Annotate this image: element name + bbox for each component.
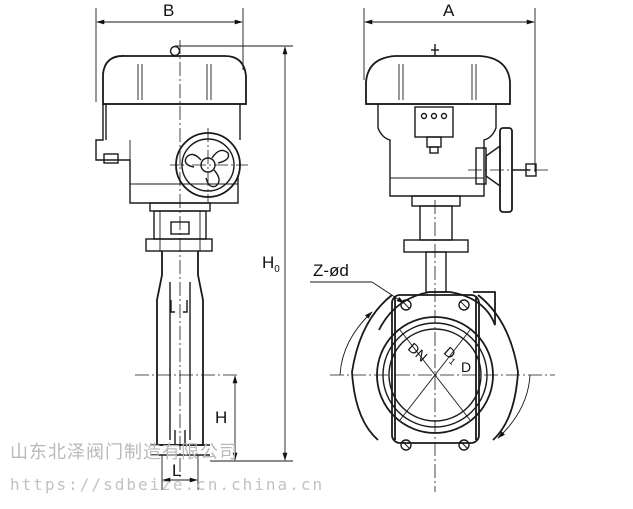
actuator-cover-front [365,44,511,105]
d-label: D [461,359,471,375]
dim-label-a: A [443,1,455,20]
actuator-cover [102,45,247,105]
bolt-spec-label: Z-ød [313,261,349,280]
front-view: A [310,1,555,492]
valve-body-side [135,40,240,478]
handwheel-front [468,127,548,213]
dimension-h: H [215,375,238,461]
dimension-h0: H0 [175,45,293,462]
bracket [145,202,213,252]
dim-label-h: H [215,408,227,427]
dimension-b: B [95,1,244,102]
side-view: B [95,1,293,490]
dim-label-b: B [163,1,174,20]
d1-label: D1 [440,343,463,367]
watermark-url: https://sdbeize.cn.china.cn [10,475,324,494]
dim-label-l: L [172,461,181,480]
dimension-a: A [363,1,536,172]
bolt-callout: Z-ød [310,261,405,304]
dimension-l: L [161,455,199,490]
actuator-body [95,104,241,204]
dn-label: DN [405,339,431,364]
handwheel-side [170,128,248,202]
dimension-d-arc [339,311,531,439]
neck-front [403,195,469,293]
actuator-body-front [377,104,497,197]
watermark-company: 山东北泽阀门制造有限公司 [10,442,238,463]
dim-label-h0: H0 [262,253,280,275]
watermark: 山东北泽阀门制造有限公司 https://sdbeize.cn.china.cn [10,442,324,494]
valve-body-front [330,200,555,492]
